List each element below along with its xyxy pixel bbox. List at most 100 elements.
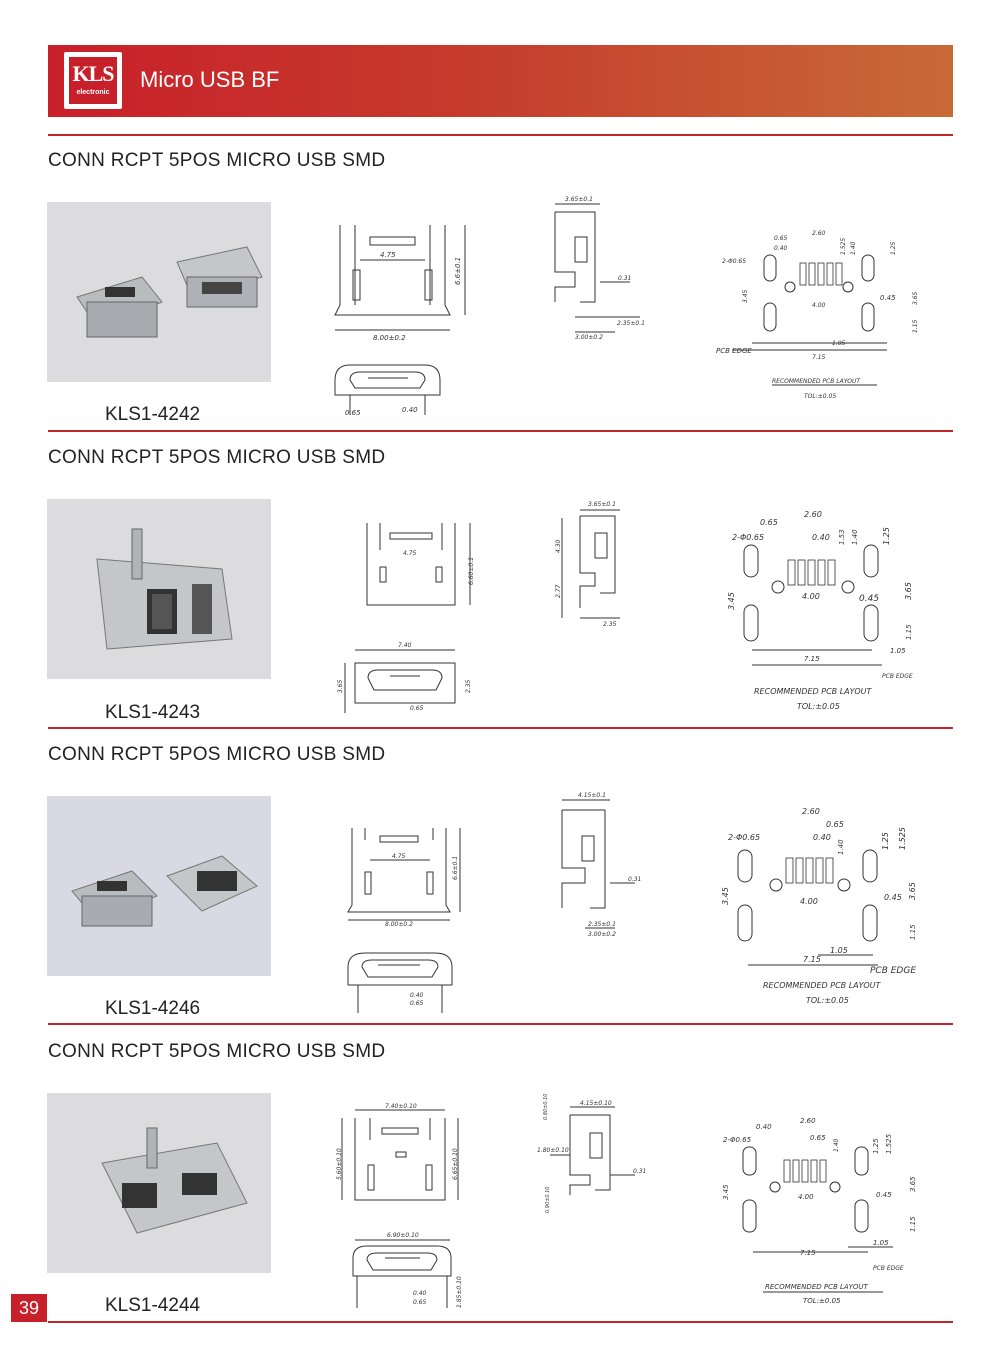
pcb-dim-k: 1.15 <box>909 924 917 940</box>
dim-a: 7.40 <box>398 642 412 649</box>
dim-d3: 3.00±0.2 <box>575 334 603 341</box>
pcb-dim-e: 1.40 <box>837 839 845 855</box>
pcb-dim-d: 1.53 <box>838 529 846 545</box>
pcb-edge-label: PCB EDGE <box>882 673 913 680</box>
divider <box>48 1023 953 1025</box>
pcb-dim-k: 1.15 <box>909 1216 917 1232</box>
dim-a: 0.65 <box>345 409 361 417</box>
pcb-dim-c: 0.40 <box>774 245 788 252</box>
dim-height: 6.60±0.1 <box>468 557 475 585</box>
dim-d3: 3.00±0.2 <box>588 931 616 938</box>
pcb-edge-label: PCB EDGE <box>873 1265 904 1272</box>
product-photo <box>47 796 271 976</box>
dim-base: 8.00±0.2 <box>373 334 406 342</box>
pcb-layout-drawing: 0.40 2.60 0.65 1.525 1.40 1.25 2-Φ0.65 3… <box>722 1117 917 1305</box>
pcb-dim-l: 1.05 <box>890 647 906 655</box>
section-title: CONN RCPT 5POS MICRO USB SMD <box>48 1041 386 1062</box>
pcb-dim-b: 2.60 <box>802 807 820 816</box>
dim-width: 7.40±0.10 <box>385 1103 417 1110</box>
pcb-dim-l: 1.05 <box>832 340 846 347</box>
pcb-dim-c: 0.40 <box>812 533 830 542</box>
pcb-dim-c: 0.65 <box>810 1134 826 1142</box>
kls-logo: KLS electronic <box>64 52 122 109</box>
page-number: 39 <box>11 1294 47 1322</box>
pcb-edge-label: PCB EDGE <box>716 347 752 355</box>
dim-d1: 0.31 <box>618 275 631 282</box>
dim-a: 6.90±0.10 <box>387 1232 419 1239</box>
pcb-dim-k: 1.15 <box>905 624 913 640</box>
pcb-dim-e: 1.40 <box>851 529 859 545</box>
pcb-dim-e: 1.40 <box>850 241 857 255</box>
logo-mark: KLS <box>72 61 114 86</box>
pcb-layout-drawing: 0.65 2.60 0.40 1.525 1.40 1.25 2-Φ0.65 3… <box>721 807 917 1005</box>
pcb-dim-g: 3.45 <box>742 289 749 303</box>
pcb-rec-label: RECOMMENDED PCB LAYOUT <box>765 1283 868 1291</box>
side-view-drawing: 3.65±0.1 0.31 2.35±0.1 3.00±0.2 <box>554 196 645 341</box>
pcb-tol-label: TOL:±0.05 <box>806 996 849 1005</box>
pcb-dim-d: 1.525 <box>885 1133 893 1154</box>
pcb-dim-h: 4.00 <box>812 302 826 309</box>
pcb-layout-drawing: 0.65 2.60 0.40 1.525 1.40 1.25 2-Φ0.65 3… <box>716 230 919 400</box>
pcb-tol-label: TOL:±0.05 <box>797 702 840 711</box>
pcb-dim-b: 2.60 <box>812 230 826 237</box>
pcb-dim-i: 0.45 <box>884 893 902 902</box>
product-photo <box>47 202 271 382</box>
pcb-rec-label: RECOMMENDED PCB LAYOUT <box>772 378 861 385</box>
pcb-dim-h: 4.00 <box>802 592 820 601</box>
dim-top: 3.65±0.1 <box>565 196 593 203</box>
dim-top: 4.15±0.1 <box>578 792 606 799</box>
product-photo <box>47 499 271 679</box>
dim-b: 0.40 <box>413 1290 427 1297</box>
dim-top: 4.15±0.10 <box>580 1100 612 1107</box>
dim-d4: 0.90±0.10 <box>545 1187 551 1213</box>
logo-subtext: electronic <box>76 89 110 96</box>
pcb-dim-d: 1.525 <box>840 238 847 255</box>
section-title: CONN RCPT 5POS MICRO USB SMD <box>48 744 386 765</box>
pcb-dim-g: 3.45 <box>721 887 730 905</box>
pcb-dim-a: 0.65 <box>760 518 778 527</box>
pcb-edge-label: PCB EDGE <box>870 966 916 976</box>
pcb-dim-f: 1.25 <box>872 1138 880 1154</box>
product-photo <box>47 1093 271 1273</box>
pcb-dim-l: 1.05 <box>873 1239 889 1247</box>
part-number: KLS1-4244 <box>105 1295 201 1316</box>
bottom-view-drawing: 6.90±0.10 0.40 0.65 1.85±0.10 <box>352 1232 463 1308</box>
part-number: KLS1-4246 <box>105 998 201 1019</box>
dim-b: 0.65 <box>410 1000 424 1007</box>
pcb-dim-i: 0.45 <box>880 294 896 302</box>
dim-height: 6.6±0.1 <box>454 257 462 285</box>
pcb-dim-h: 4.00 <box>798 1193 814 1201</box>
divider <box>48 430 953 432</box>
pcb-dim-d: 1.525 <box>898 827 907 850</box>
side-view-drawing: 3.65±0.1 4.30 2.77 2.35 <box>555 501 620 628</box>
dim-height: 6.65±0.10 <box>452 1148 459 1180</box>
dim-width: 4.75 <box>403 550 417 557</box>
front-view-drawing: 4.75 6.6±0.1 8.00±0.2 <box>334 225 466 342</box>
pcb-dim-a: 0.65 <box>826 820 844 829</box>
pcb-dim-k: 1.15 <box>912 319 919 333</box>
side-view-drawing: 4.15±0.1 0.31 2.35±0.1 3.00±0.2 <box>561 792 641 938</box>
dim-d1: 0.31 <box>633 1168 646 1175</box>
pcb-hole: 2-Φ0.65 <box>728 833 760 842</box>
divider <box>48 134 953 136</box>
front-view-drawing: 7.40±0.10 6.65±0.10 5.60±0.10 <box>336 1103 459 1201</box>
bottom-view-drawing: 0.65 0.40 <box>334 364 441 417</box>
pcb-dim-m: 7.15 <box>812 354 826 361</box>
dim-d: 0.65 <box>410 705 424 712</box>
dim-d2: 1.80±0.10 <box>537 1147 569 1154</box>
side-view-drawing: 0.80±0.10 4.15±0.10 1.80±0.10 0.31 0.90±… <box>537 1094 646 1213</box>
section-title: CONN RCPT 5POS MICRO USB SMD <box>48 447 386 468</box>
part-number: KLS1-4243 <box>105 702 201 723</box>
pcb-dim-b: 2.60 <box>804 510 822 519</box>
header-banner: KLS electronic Micro USB BF <box>48 45 953 117</box>
pcb-dim-h: 4.00 <box>800 897 818 906</box>
dim-d: 1.85±0.10 <box>456 1276 463 1308</box>
dim-b: 3.65 <box>337 679 344 693</box>
pcb-hole: 2-Φ0.65 <box>723 1136 752 1144</box>
pcb-dim-f: 1.25 <box>890 241 897 255</box>
pcb-dim-f: 1.25 <box>881 832 890 850</box>
pcb-dim-m: 7.15 <box>804 655 820 663</box>
bottom-view-drawing: 0.40 0.65 <box>347 952 453 1013</box>
bottom-view-drawing: 7.40 3.65 2.35 0.65 <box>337 642 472 713</box>
section-title: CONN RCPT 5POS MICRO USB SMD <box>48 150 386 171</box>
